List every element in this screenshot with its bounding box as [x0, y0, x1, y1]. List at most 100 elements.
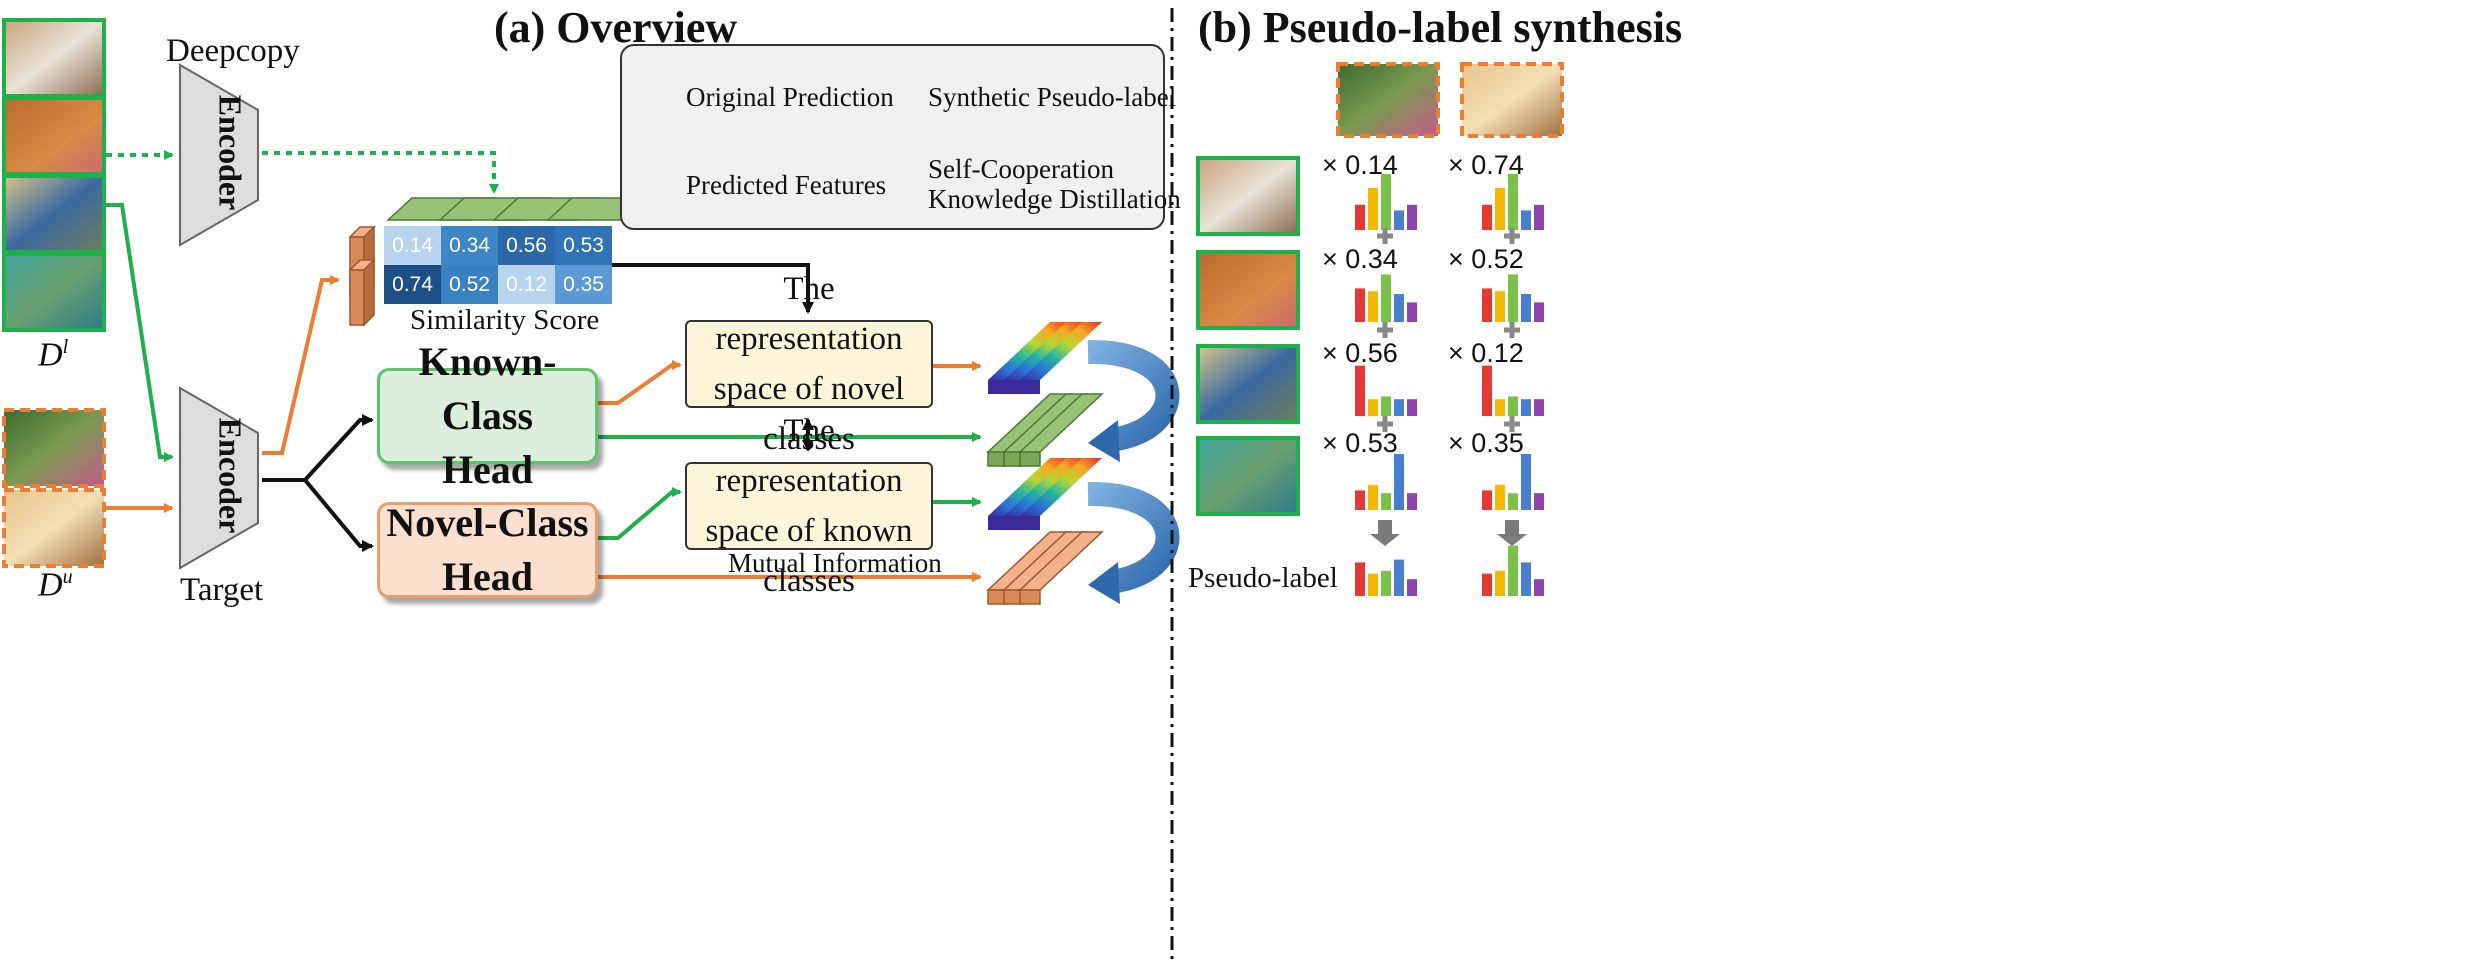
distribution-bar [1534, 204, 1544, 230]
orange-stack [986, 531, 1104, 605]
bird-image [2, 174, 106, 254]
distribution-bar [1508, 545, 1518, 596]
weight-label: × 0.53 [1322, 428, 1398, 458]
distribution-bar [1355, 288, 1365, 322]
legend-predicted-label: Predicted Features [686, 170, 887, 200]
rep-known-box: The representation space of known classes [685, 413, 933, 599]
labeled-images [2, 18, 106, 332]
distribution-bar [1394, 559, 1404, 596]
predicted-features-stack [348, 225, 376, 327]
distribution-bar [1394, 399, 1404, 416]
encoder-bottom-label: Encoder [212, 417, 249, 534]
rep-novel-line2: space of novel classes [713, 371, 905, 457]
weight-label: × 0.52 [1448, 244, 1524, 274]
similarity-cell: 0.34 [441, 226, 498, 265]
legend-original-label: Original Prediction [686, 82, 894, 112]
distribution-bar [1508, 174, 1518, 230]
legend-box [620, 44, 1165, 230]
distribution-bar [1508, 274, 1518, 322]
deepcopy-encoder-shape [179, 63, 259, 247]
distribution-bar [1521, 294, 1531, 322]
distribution-bar [1482, 365, 1492, 416]
similarity-cell: 0.74 [384, 265, 441, 304]
distribution-bar [1534, 493, 1544, 510]
distribution-bar [1355, 490, 1365, 510]
similarity-cell: 0.56 [498, 226, 555, 265]
legend-synthetic-label: Synthetic Pseudo-label [928, 82, 1177, 112]
arrow-deepcopy-to-features [262, 151, 499, 194]
weight-label: × 0.56 [1322, 338, 1398, 368]
distribution-bar [1407, 579, 1417, 596]
novel-head-line2: Head [441, 554, 534, 599]
target-label: Target [180, 572, 264, 608]
plus-sign [1504, 322, 1520, 338]
distribution-bar [1368, 291, 1378, 322]
arrow-known-to-rep-novel [598, 360, 682, 405]
distribution-bar [1534, 579, 1544, 596]
distribution-bar [1482, 204, 1492, 230]
mutual-info-label: Mutual Information [728, 548, 942, 578]
labeled-feature-slabs [386, 197, 658, 221]
distribution-bar [1394, 210, 1404, 230]
legend-selfcoop-line2: Knowledge Distillation [928, 184, 1181, 214]
distribution-bar [1381, 174, 1391, 230]
distribution-bar [1482, 490, 1492, 510]
distribution-bar [1355, 365, 1365, 416]
plus-sign [1504, 416, 1520, 432]
deepcopy-label: Deepcopy [166, 33, 300, 69]
du-label: Du [38, 566, 73, 604]
arrow-encoder-to-known-head [262, 414, 374, 482]
synthesis-title: (b) Pseudo-label synthesis [1198, 3, 1683, 52]
arrow-encoder-to-novel-head [303, 478, 374, 552]
unlabeled-images [2, 408, 106, 568]
plus-sign [1377, 416, 1393, 432]
weight-label: × 0.12 [1448, 338, 1524, 368]
distribution-bar [1521, 210, 1531, 230]
flower-image [2, 408, 106, 488]
legend-selfcoop-line1: Self-Cooperation [928, 154, 1114, 184]
similarity-cell: 0.52 [441, 265, 498, 304]
weight-label: × 0.74 [1448, 150, 1524, 180]
distribution-bar [1508, 493, 1518, 510]
distribution-bar [1495, 399, 1505, 416]
distribution-bar [1407, 399, 1417, 416]
distribution-bar [1482, 288, 1492, 322]
distill-arrow-bottom [1087, 481, 1180, 594]
rainbow-stack-top [988, 322, 1102, 394]
overview-title: (a) Overview [494, 3, 738, 52]
rep-known-line2: space of known classes [705, 513, 913, 599]
distribution-bar [1534, 399, 1544, 416]
rep-novel-line1: The representation [715, 271, 903, 357]
distribution-bar [1368, 484, 1378, 510]
weight-label: × 0.35 [1448, 428, 1524, 458]
synth-dog-image [1460, 62, 1564, 138]
distribution-bar [1381, 493, 1391, 510]
distribution-bar [1495, 484, 1505, 510]
arrow-encoder-to-predicted-features [262, 275, 340, 455]
rep-known-line1: The representation [715, 413, 903, 499]
distribution-bar [1521, 562, 1531, 596]
similarity-cell: 0.12 [498, 265, 555, 304]
arrow-similarity-to-rep [612, 263, 814, 314]
distribution-bar [1521, 454, 1531, 510]
plus-sign [1377, 322, 1393, 338]
distribution-bar [1508, 396, 1518, 416]
distribution-bar [1495, 188, 1505, 230]
encoder-top-label: Encoder [212, 94, 249, 211]
rainbow-stack-bottom [988, 458, 1102, 530]
turtle-image [2, 252, 106, 332]
arrow-novel-to-rep-known [598, 487, 682, 540]
similarity-label: Similarity Score [410, 304, 600, 336]
weight-label: × 0.14 [1322, 150, 1398, 180]
distribution-bar [1495, 570, 1505, 596]
weight-label: × 0.34 [1322, 244, 1398, 274]
dl-label: Dl [38, 336, 69, 374]
synth-flower-image [1336, 62, 1440, 138]
synth-bird-image [1196, 344, 1300, 424]
synth-turtle-image [1196, 436, 1300, 516]
distribution-bar [1394, 294, 1404, 322]
cat-image [2, 18, 106, 98]
green-stack [986, 393, 1104, 467]
